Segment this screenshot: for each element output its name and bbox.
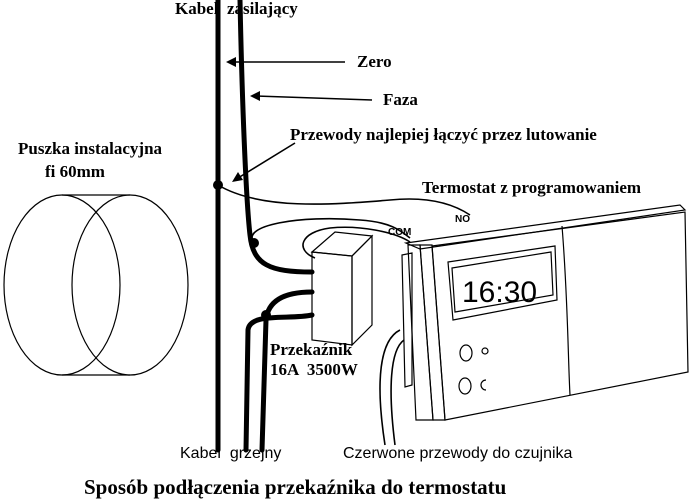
no-terminal-label: NO: [455, 214, 470, 225]
junction-box: [3, 194, 189, 376]
solder-joint: [261, 310, 271, 320]
thermostat-wires: [217, 184, 471, 446]
supply-cable-label: Kabel zasilający: [175, 0, 298, 18]
cables: [213, 0, 315, 453]
sun-icon: [481, 347, 489, 355]
relay: [310, 231, 374, 347]
zero-label: Zero: [357, 52, 392, 71]
relay-rating: 16A 3500W: [270, 360, 358, 379]
heating-cable-label: Kabel grzejny: [180, 445, 281, 462]
thermostat-label: Termostat z programowaniem: [422, 178, 641, 197]
thermostat: 16:30: [401, 204, 689, 421]
com-terminal-label: COM: [388, 227, 411, 238]
thermostat-display: 16:30: [462, 276, 537, 309]
pointers: [226, 57, 373, 182]
day-button[interactable]: [459, 344, 473, 362]
phase-cable: [237, 0, 315, 275]
relay-label: Przekaźnik: [270, 340, 353, 359]
solder-note: Przewody najlepiej łączyć przez lutowani…: [290, 125, 597, 144]
moon-icon: [480, 379, 487, 391]
diagram-title: Sposób podłączenia przekaźnika do termos…: [84, 475, 507, 499]
solder-joint: [213, 180, 223, 190]
junction-box-size: fi 60mm: [45, 162, 105, 181]
phase-label: Faza: [383, 90, 418, 109]
heating-cable-return: [243, 312, 315, 453]
junction-box-label: Puszka instalacyjna: [18, 139, 163, 158]
sensor-wires-label: Czerwone przewody do czujnika: [343, 445, 573, 462]
night-button[interactable]: [458, 377, 472, 395]
solder-joint: [249, 238, 259, 248]
